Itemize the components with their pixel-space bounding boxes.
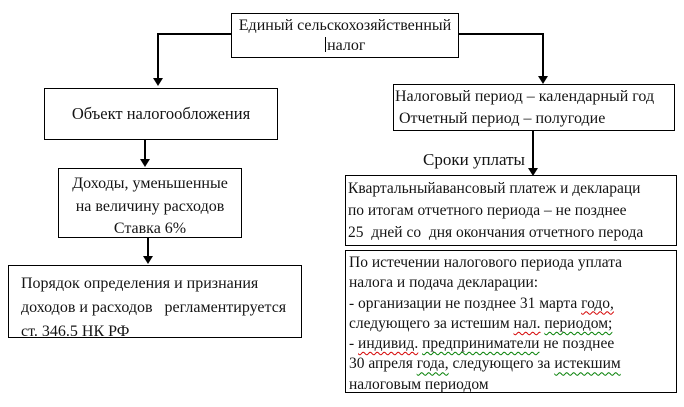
text-line: По истечении налогового периода уплата (349, 254, 623, 271)
arrowhead-down-to-object-box (153, 78, 163, 86)
text-line: налога и подача декларации: (349, 274, 539, 292)
connector-period-to-deadlines (532, 131, 534, 169)
root-box-line2: налог (232, 36, 458, 56)
connector-root-left-horizontal (158, 33, 232, 35)
text-line: 25 дней со дня окончания отчетного перод… (348, 224, 644, 241)
annual-payment-declaration-box: По истечении налогового периода уплата на… (345, 250, 677, 393)
spellcheck-underline: нал. (513, 314, 541, 332)
text-line: налоговым периодом (349, 375, 489, 393)
text-line: - организации не позднее 31 марта годо, (349, 294, 614, 312)
text-line: Доходы, уменьшенные (72, 175, 228, 192)
text-line: 30 апреля года, следующего за истекшим (349, 355, 621, 373)
spellcheck-underline: годо, (581, 294, 614, 312)
text-line: следующего за истешим нал. периодом; (349, 314, 613, 332)
quarterly-advance-payment-box: Квартальныйавансовый платеж и деклараци п… (345, 175, 677, 246)
spellcheck-underline: индивид. (358, 335, 419, 353)
grammar-underline: года, (416, 355, 449, 373)
grammar-underline: периодом; (544, 314, 613, 332)
root-box-line1: Единый сельскохозяйственный (238, 17, 452, 34)
payment-terms-label: Сроки уплаты (423, 150, 525, 169)
text-line: Квартальныйавансовый платеж и деклараци (348, 180, 641, 197)
connector-root-left-vertical (157, 33, 159, 78)
connector-root-right-horizontal (459, 33, 543, 35)
root-box-unified-agricultural-tax: Единый сельскохозяйственный налог (231, 13, 459, 58)
text-line: ст. 346.5 НК РФ (21, 323, 130, 340)
text-line: доходов и расходов регламентируется (21, 299, 287, 316)
object-of-taxation-label: Объект налогообложения (71, 104, 251, 123)
text-line: Отчетный период – полугодие (395, 110, 606, 127)
arrowhead-down-to-deadlines-box (528, 168, 538, 176)
text-line: - индивид. предприниматели не позднее (349, 335, 615, 353)
text-line: на величину расходов (75, 197, 225, 215)
connector-income-to-procedure (147, 238, 149, 256)
text-line: Налоговый период – календарный год (395, 88, 655, 105)
arrowhead-down-to-income-box (140, 159, 150, 167)
text-line: Ставка 6% (113, 220, 187, 237)
tax-period-box: Налоговый период – календарный год Отчет… (393, 84, 675, 131)
arrowhead-down-to-procedure-box (143, 256, 153, 264)
procedure-article-346-box: Порядок определения и признания доходов и… (8, 265, 302, 340)
text-cursor[interactable] (324, 37, 327, 52)
grammar-underline: предприниматели (422, 335, 540, 353)
connector-object-to-income (144, 140, 146, 159)
text-line: по итогам отчетного периода – не позднее (348, 202, 627, 219)
grammar-underline: истекшим (554, 355, 621, 373)
object-of-taxation-box: Объект налогообложения (44, 88, 278, 140)
connector-root-right-vertical (542, 33, 544, 76)
text-line: Порядок определения и признания (21, 275, 259, 292)
arrowhead-down-to-period-box (538, 76, 548, 84)
